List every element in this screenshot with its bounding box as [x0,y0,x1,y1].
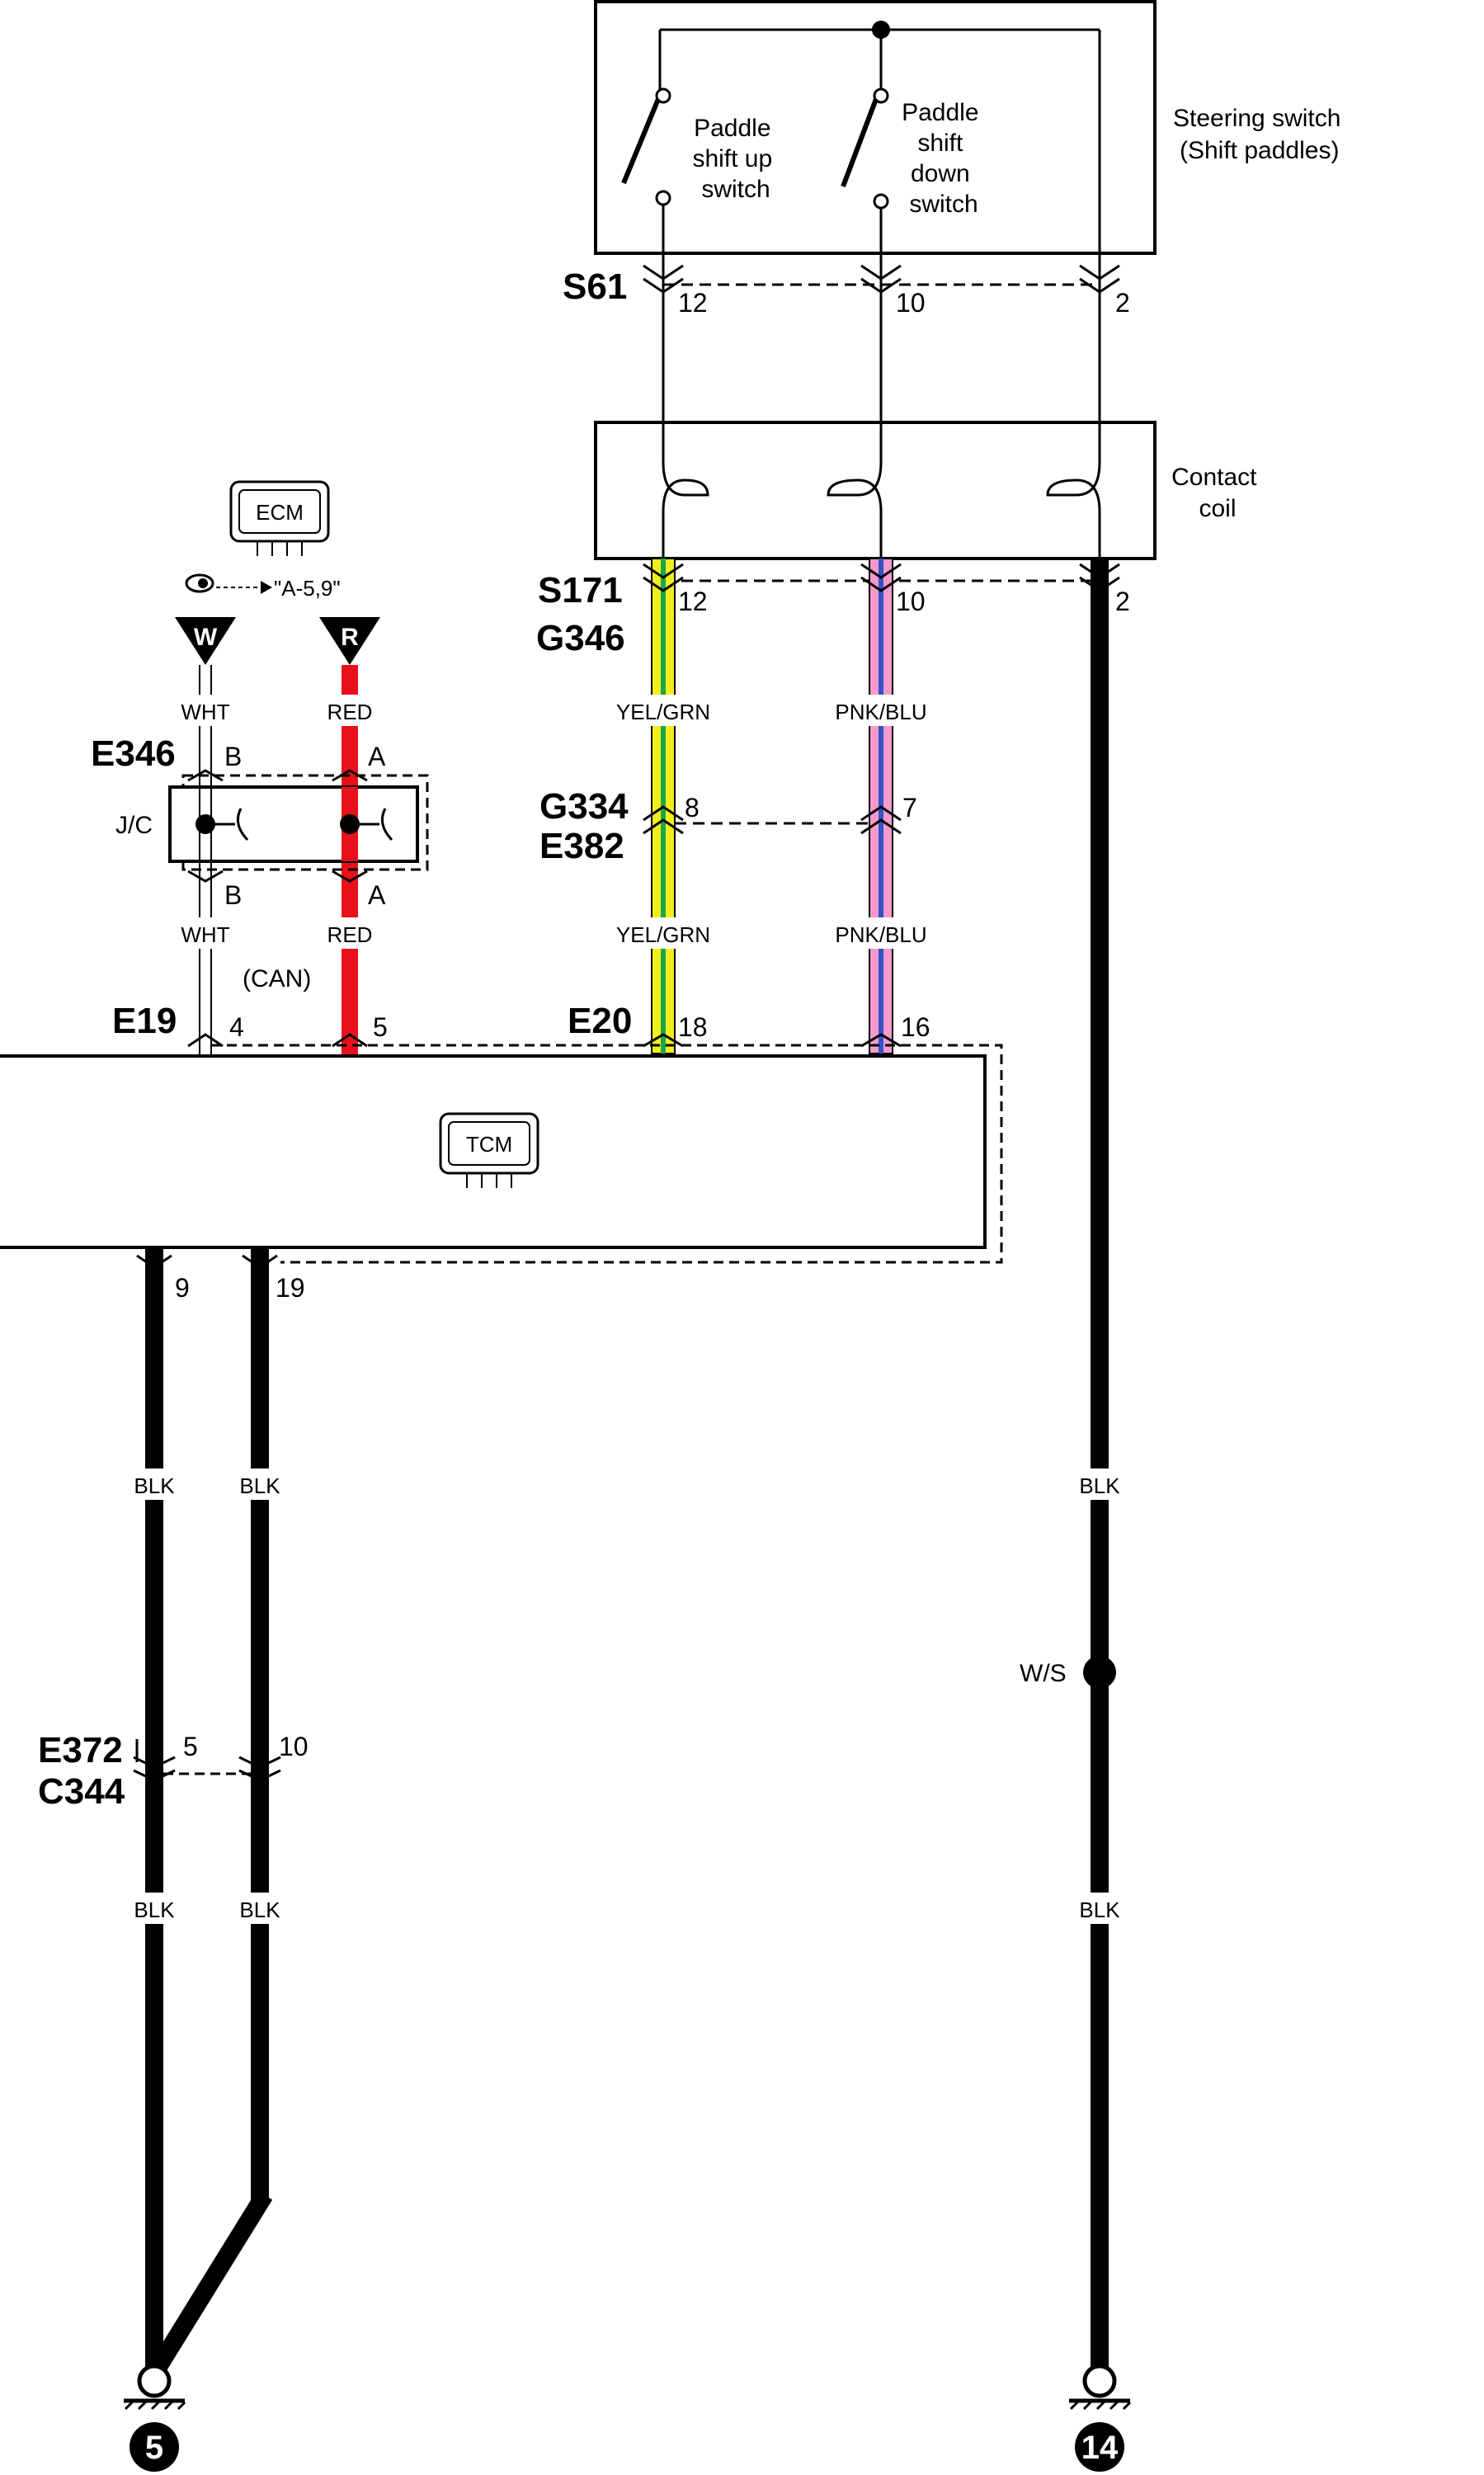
ground-icon [1069,2364,1132,2411]
connector-e346: E346 [91,733,176,774]
connector-s171: S171 [538,570,623,610]
connector-g334: G334 [539,786,629,827]
pin-label: 16 [901,1012,930,1042]
wire-label: BLK [239,1473,280,1498]
paddle-down-switch-arm [841,97,879,188]
pin-label: A [368,742,386,771]
connector-c344: C344 [38,1771,125,1812]
eye-reference-icon [185,573,272,594]
svg-text:R: R [341,624,359,651]
steering-switch-label: Steering switch [1173,105,1340,132]
ground-icon [124,2364,186,2411]
wire-label: BLK [1079,1898,1120,1922]
pin-label: 18 [678,1012,708,1042]
wire-label: RED [327,700,373,724]
svg-text:14: 14 [1081,2430,1119,2466]
junction-dot [872,21,890,39]
ground-badge-5: 5 [130,2422,179,2472]
ecm-icon: ECM [229,480,330,556]
coil-loops [662,422,1101,559]
s171-connector-marks [643,563,1120,592]
paddle-up-switch-arm [621,97,661,185]
wire-label: PNK/BLU [835,700,926,724]
g334-connector-marks [643,805,902,835]
switch-contact [873,87,889,104]
wire-label: BLK [1079,1473,1120,1498]
switch-contact [655,190,671,206]
junction-dot [340,814,360,834]
paddle-up-label: Paddle shift up switch [692,115,779,203]
ecm-reference: "A-5,9" [274,576,341,601]
wire-label: YEL/GRN [616,922,710,947]
e372-connector-marks [133,1756,281,1782]
pin-label: 12 [678,587,708,616]
pin-label: 10 [279,1732,309,1761]
pin-label: 4 [229,1012,244,1042]
switch-contact [655,87,671,104]
svg-text:TCM: TCM [466,1132,512,1157]
ws-label: W/S [1020,1660,1067,1687]
pin-label: 5 [183,1732,198,1761]
ground-badge-14: 14 [1075,2422,1124,2472]
pin-label: 2 [1115,288,1130,318]
wire-label: RED [327,922,373,947]
svg-text:5: 5 [145,2430,163,2466]
pin-label: 9 [175,1273,190,1303]
pin-label: B [224,880,242,910]
pin-label: 19 [276,1273,305,1303]
steering-switch-sublabel: (Shift paddles) [1180,137,1339,164]
connector-g346: G346 [536,618,625,658]
pin-label: B [224,742,242,771]
wire-blk [145,1247,163,2386]
pin-label: A [368,880,386,910]
wire-label: BLK [239,1898,280,1922]
wire-label: WHT [181,700,229,724]
pin-label: 12 [678,288,708,318]
pin-label: 10 [896,288,926,318]
switch-contact [873,193,889,210]
pin-label: 5 [373,1012,388,1042]
wire-label: BLK [134,1473,175,1498]
wire-label: WHT [181,922,229,947]
svg-text:W: W [194,624,218,651]
connector-e372: E372 [38,1730,123,1770]
wire-label: BLK [134,1898,175,1922]
contact-coil-box [594,421,1157,560]
wire-blk [251,1247,269,2204]
jc-label: J/C [115,812,153,839]
badge-r: R [319,617,380,665]
pin-label: 8 [685,793,700,823]
connector-s61: S61 [563,266,627,307]
paddle-down-label: Paddle shift down switch [902,99,986,218]
pin-label: 7 [902,793,917,823]
pin-label: 10 [896,587,926,616]
connector-e20: E20 [568,1001,632,1041]
tcm-icon: TCM [439,1112,539,1188]
pin-label: 2 [1115,587,1130,616]
can-label: (CAN) [243,965,311,992]
wire-label: PNK/BLU [835,922,926,947]
steering-switch-box [594,0,1157,255]
connector-e382: E382 [539,826,624,866]
ws-splice-dot [1083,1656,1116,1689]
connector-e19: E19 [112,1001,177,1041]
tcm-connector-marks [187,1033,902,1048]
junction-dot [196,814,215,834]
wire-label: YEL/GRN [616,700,710,724]
contact-coil-label: Contact coil [1171,464,1264,522]
wire-blk [144,2190,273,2383]
badge-w: W [175,617,236,665]
svg-text:ECM: ECM [256,500,304,525]
